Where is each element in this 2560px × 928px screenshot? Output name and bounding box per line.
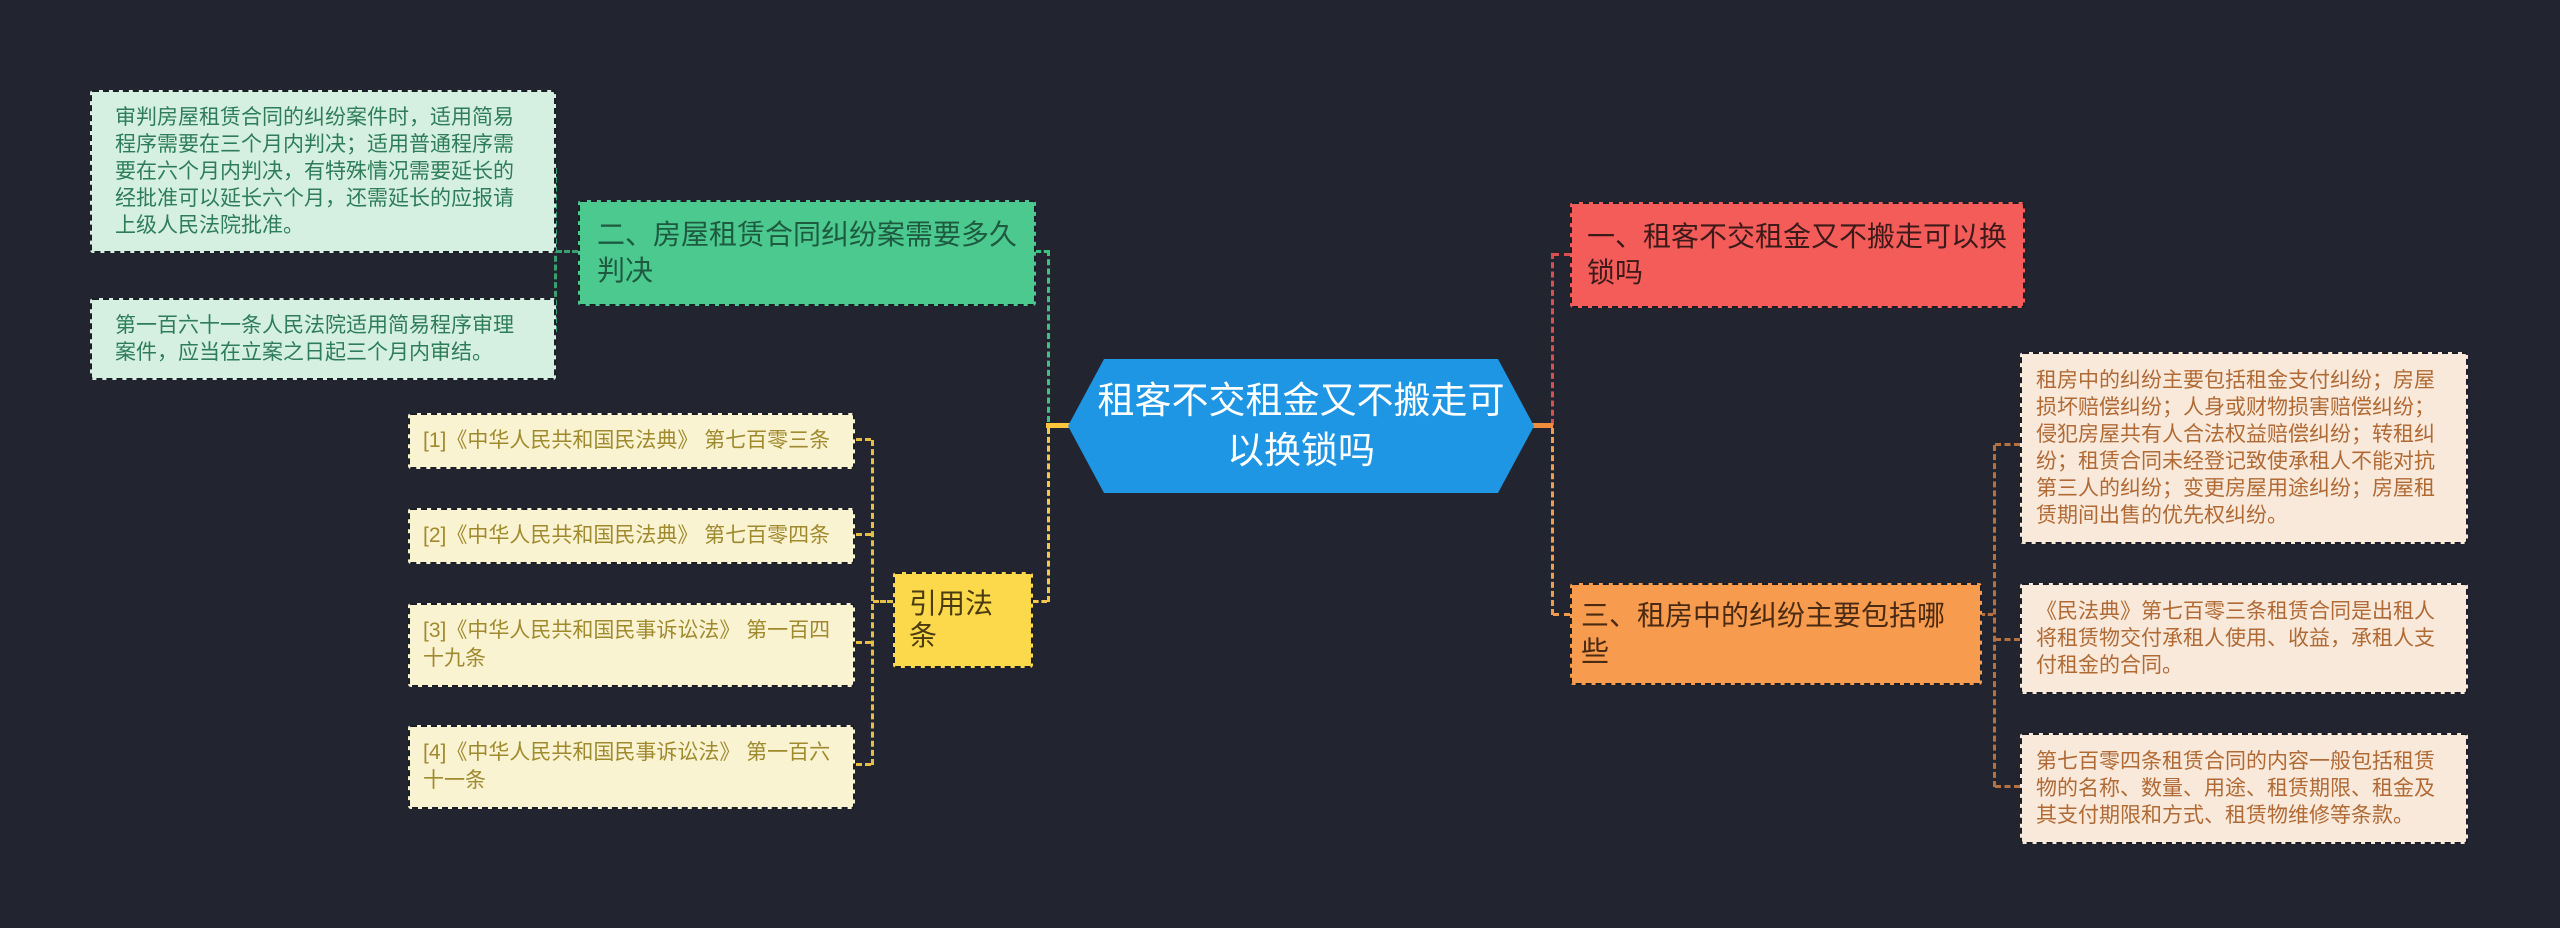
connector-citations-to-bracket-stub [1033,600,1047,603]
note-main-disputes[interactable]: 租房中的纠纷主要包括租金支付纠纷；房屋损坏赔偿纠纷；人身或财物损害赔偿纠纷；侵犯… [2020,352,2468,544]
root-topic[interactable]: 租客不交租金又不搬走可以换锁吗 [1068,359,1534,493]
note-article-161[interactable]: 第一百六十一条人民法院适用简易程序审理案件，应当在立案之日起三个月内审结。 [90,298,556,380]
connector-root-right-stub [1531,423,1553,428]
connector-main-left-yellow [1047,428,1050,602]
connector-root-left-stub [1046,423,1070,428]
branch-lock-question[interactable]: 一、租客不交租金又不搬走可以换锁吗 [1570,202,2025,308]
connector-article704-stub [1995,785,2020,788]
citation-item-4[interactable]: [4]《中华人民共和国民事诉讼法》 第一百六十一条 [408,725,855,809]
connector-dispute-notes-bracket [1993,445,1996,787]
connector-main-disputes-stub [1995,443,2020,446]
connector-article703-stub [1995,638,2020,641]
connector-main-left-green [1047,250,1050,422]
branch-dispute-types[interactable]: 三、租房中的纠纷主要包括哪些 [1570,583,1982,685]
connector-main-right-red [1551,253,1554,425]
connector-judgment-node-stub [556,250,578,253]
connector-judgment-to-bracket-stub [1036,250,1049,253]
connector-main-right-orange [1551,428,1554,615]
connector-citations-node-stub [873,600,893,603]
citation-item-3[interactable]: [3]《中华人民共和国民事诉讼法》 第一百四十九条 [408,603,855,687]
note-trial-time[interactable]: 审判房屋租赁合同的纠纷案件时，适用简易程序需要在三个月内判决；适用普通程序需要在… [90,90,556,253]
citation-item-1[interactable]: [1]《中华人民共和国民法典》 第七百零三条 [408,413,855,469]
connector-citations-bracket [871,440,874,765]
citation-item-2[interactable]: [2]《中华人民共和国民法典》 第七百零四条 [408,508,855,564]
connector-cite2-stub [856,533,871,536]
connector-dispute-types-stub [1553,613,1570,616]
note-article-704[interactable]: 第七百零四条租赁合同的内容一般包括租赁物的名称、数量、用途、租赁期限、租金及其支… [2020,733,2468,844]
connector-cite4-stub [856,763,871,766]
connector-cite3-stub [856,641,871,644]
connector-cite1-stub [856,438,871,441]
note-article-703[interactable]: 《民法典》第七百零三条租赁合同是出租人将租赁物交付承租人使用、收益，承租人支付租… [2020,583,2468,694]
branch-judgment-duration[interactable]: 二、房屋租赁合同纠纷案需要多久判决 [578,200,1036,306]
branch-citations[interactable]: 引用法条 [893,572,1033,668]
connector-lock-question-stub [1553,253,1570,256]
